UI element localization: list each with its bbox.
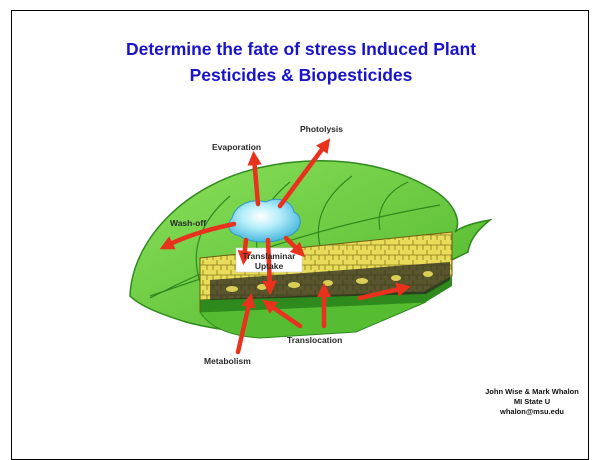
- pesticide-fate-diagram: Evaporation Photolysis Wash-off Translam…: [0, 0, 602, 449]
- photolysis-label: Photolysis: [300, 124, 343, 134]
- slide: Determine the fate of stress Induced Pla…: [0, 0, 602, 449]
- credit-institution: MI State U: [470, 397, 594, 407]
- wash-off-label: Wash-off: [170, 218, 206, 228]
- author-credit: John Wise & Mark Whalon MI State U whalo…: [470, 387, 594, 417]
- metabolism-label: Metabolism: [204, 356, 251, 366]
- translaminar-label: Translaminar: [243, 251, 297, 261]
- credit-authors: John Wise & Mark Whalon: [470, 387, 594, 397]
- uptake-label: Uptake: [255, 261, 284, 271]
- translocation-label: Translocation: [287, 335, 342, 345]
- credit-email: whalon@msu.edu: [470, 407, 594, 417]
- evaporation-label: Evaporation: [212, 142, 261, 152]
